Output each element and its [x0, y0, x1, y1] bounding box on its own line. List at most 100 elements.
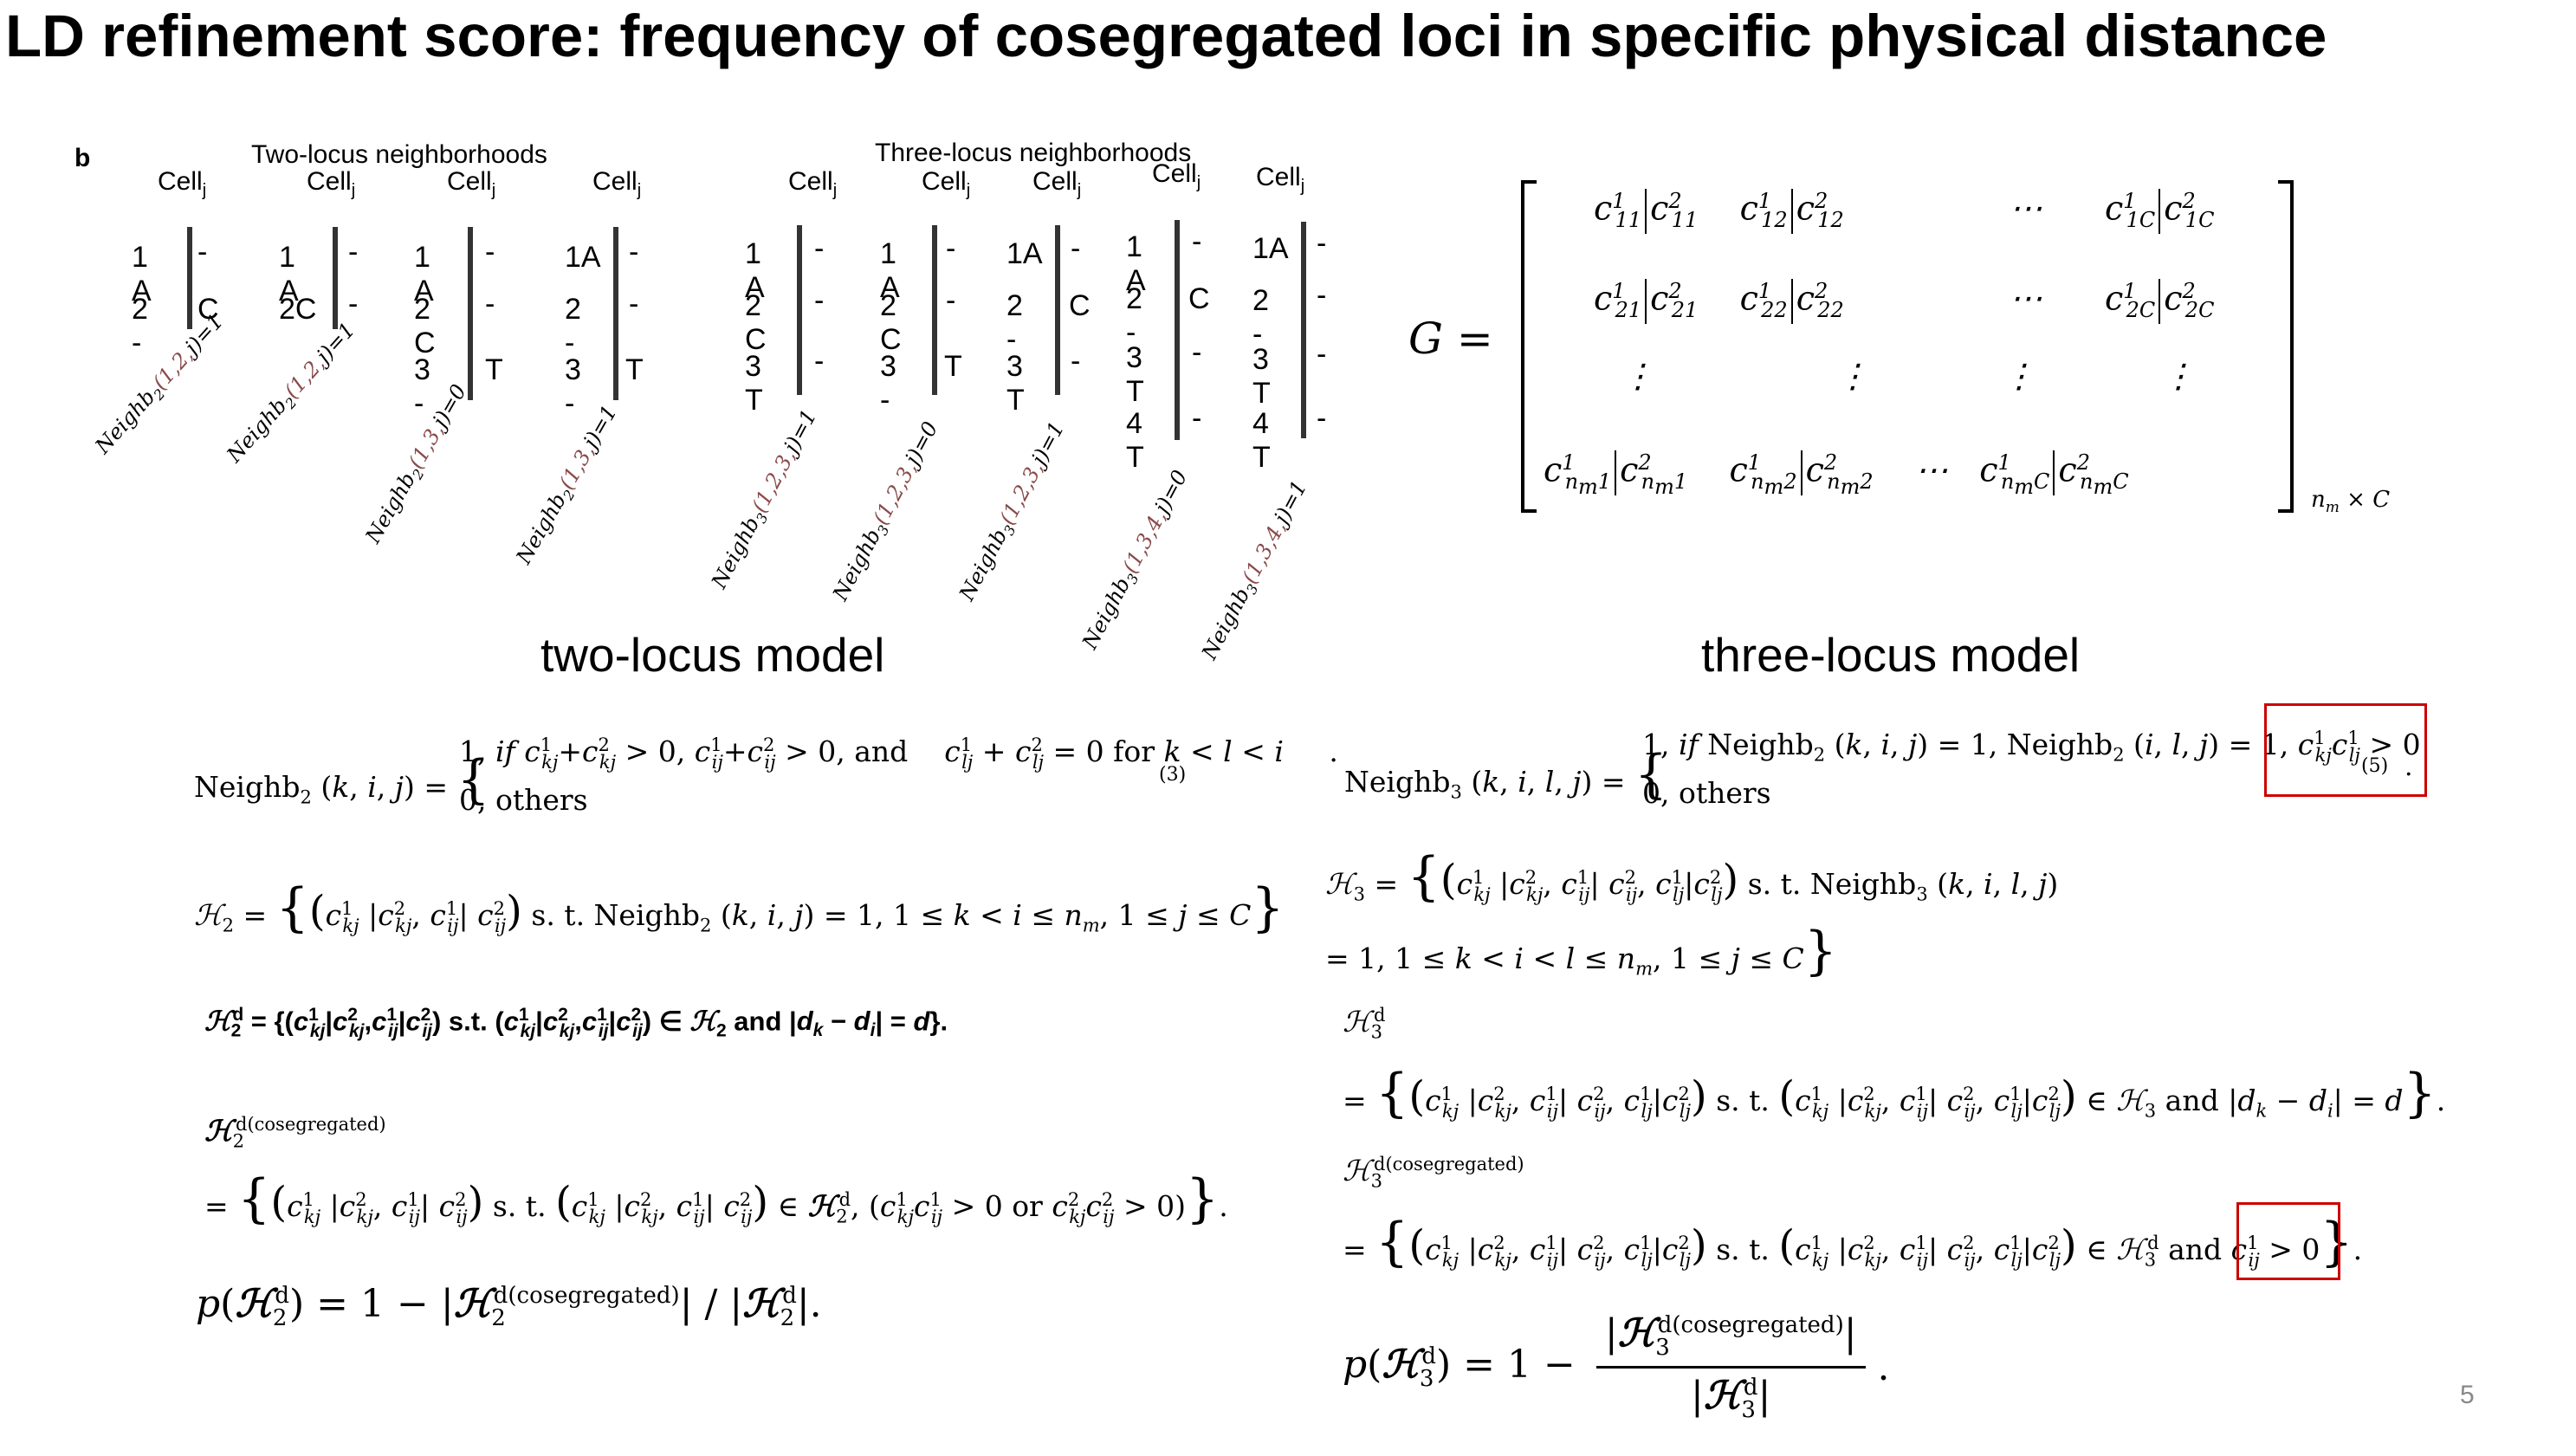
cell-divider [797, 225, 802, 395]
locus-row: - [197, 236, 208, 269]
eq-neighb2-case2: 0, others [459, 783, 588, 817]
locus-row: 2 - [1252, 284, 1269, 351]
cell-divider [1175, 220, 1180, 440]
locus-row: - [1317, 338, 1327, 371]
locus-row: 2 - [1006, 289, 1023, 356]
cell-header: Cellj [788, 167, 838, 200]
locus-row: 3 T [1006, 350, 1025, 417]
eq-H2: ℋ2 = {(c1kj |c2kj, c1ij| c2ij) s. t. Nei… [194, 877, 1285, 938]
locus-row: - [1317, 279, 1327, 312]
neighb-label: Neighb3(1,2,3,j)=1 [954, 417, 1070, 605]
locus-row: - [1317, 402, 1327, 435]
three-locus-model-title: three-locus model [1701, 628, 2081, 682]
cell-divider [613, 227, 618, 400]
three-locus-header: Three-locus neighborhoods [875, 139, 1192, 167]
locus-row: C [197, 293, 219, 326]
locus-row: - [946, 232, 956, 265]
locus-row: 1 A [880, 237, 900, 304]
eq-period: . [2404, 752, 2413, 782]
locus-row: - [814, 284, 825, 317]
locus-row: T [944, 350, 962, 383]
eq-neighb3-case1: 1, if Neighb2 (k, i, j) = 1, Neighb2 (i,… [1642, 728, 2421, 766]
locus-row: 4 T [1126, 407, 1144, 474]
matrix-dimension: nm × C [2311, 487, 2391, 517]
locus-row: 2 - [132, 293, 148, 359]
cell-header: Cellj [307, 167, 356, 200]
locus-row: 1 A [1126, 230, 1146, 297]
highlight-box [2264, 703, 2427, 797]
locus-row: C [1188, 282, 1210, 315]
locus-row: - [1192, 225, 1202, 258]
locus-row: - [1192, 402, 1202, 435]
neighb-label: Neighb3(1,3,4,j)=0 [1077, 466, 1193, 654]
locus-row: - [348, 236, 359, 269]
cell-divider [1301, 222, 1306, 438]
matrix-vdots: ⋮ [1836, 357, 1869, 395]
panel-label: b [74, 144, 91, 172]
cell-header: Cellj [447, 167, 496, 200]
highlight-box [2236, 1202, 2340, 1280]
locus-row: T [485, 353, 503, 386]
locus-row: 3 - [880, 350, 896, 417]
locus-row: - [485, 236, 495, 269]
eq-neighb3-case2: 0, others [1642, 776, 1771, 810]
locus-row: T [625, 353, 644, 386]
eq-tag: (5) [2361, 755, 2389, 777]
eq-p-H3: p(ℋ3d) = 1 − |ℋ3d(cosegregated)| |ℋ3d| . [1343, 1311, 1890, 1423]
cell-divider [468, 227, 473, 400]
locus-row: - [485, 288, 495, 320]
neighb-label: Neighb3(1,2,3,j)=0 [827, 417, 943, 605]
locus-row: - [1317, 227, 1327, 260]
matrix-lhs: G = [1408, 314, 1493, 364]
locus-row: 1A [1006, 237, 1043, 270]
page-number: 5 [2460, 1381, 2475, 1409]
neighb-label: Neighb3(1,3,4,j)=1 [1196, 476, 1312, 664]
locus-row: 1A [1252, 232, 1289, 265]
locus-row: - [814, 345, 825, 378]
eq-neighb2: Neighb2 (k, i, j) = { [194, 749, 490, 810]
matrix-vdots: ⋮ [2162, 357, 2195, 395]
locus-row: 1 A [745, 237, 765, 304]
cell-divider [1055, 225, 1060, 395]
eq-H3d-coseg-lhs: ℋ3d(cosegregated) [1343, 1154, 1524, 1192]
locus-row: - [629, 236, 639, 269]
matrix-vdots: ⋮ [2003, 357, 2036, 395]
cell-header: Cellj [1032, 167, 1082, 200]
locus-row: - [1192, 336, 1202, 369]
eq-H3d-lhs: ℋ3d [1343, 1005, 1386, 1043]
locus-row: 2 C [745, 289, 767, 356]
eq-neighb3: Neighb3 (k, i, l, j) = { [1344, 744, 1668, 805]
locus-row: 4 T [1252, 407, 1271, 474]
eq-H3: ℋ3 = {(c1kj |c2kj, c1ij| c2ij, c1lj|c2lj… [1325, 846, 2059, 907]
neighb-label: Neighb3(1,2,3,j)=1 [706, 405, 822, 593]
locus-row: 2 - [565, 293, 581, 359]
eq-H2d-coseg-lhs: ℋ2d(cosegregated) [204, 1114, 386, 1152]
eq-tag: (3) [1159, 764, 1187, 786]
matrix-vdots: ⋮ [1621, 357, 1654, 395]
locus-row: 2 C [414, 293, 436, 359]
eq-H3-cont: = 1, 1 ≤ k < i < l ≤ nm, 1 ≤ j ≤ C} [1325, 921, 1837, 981]
two-locus-header: Two-locus neighborhoods [251, 140, 547, 169]
locus-row: 2C [279, 293, 317, 326]
neighb-label: Neighb2(1,2,j)=1 [90, 308, 229, 459]
locus-row: - [946, 284, 956, 317]
locus-row: 2 - [1126, 282, 1142, 349]
matrix-row-2-dots: ⋯ [2010, 279, 2042, 317]
locus-row: 1 A [414, 241, 434, 307]
cell-header: Cellj [1256, 163, 1305, 196]
cell-divider [187, 227, 192, 329]
locus-row: C [1069, 289, 1091, 322]
eq-H2d: ℋ2d = {(c1kj|c2kj,c1ij|c2ij) s.t. (c1kj|… [204, 1005, 948, 1041]
eq-H2d-coseg: = {(c1kj |c2kj, c1ij| c2ij) s. t. (c1kj … [204, 1168, 1228, 1229]
locus-row: - [348, 288, 359, 320]
locus-row: - [814, 232, 825, 265]
matrix-row-1-dots: ⋯ [2010, 189, 2042, 227]
locus-row: 3 - [414, 353, 430, 420]
slide-title: LD refinement score: frequency of cosegr… [5, 3, 2327, 69]
neighb-label: Neighb2(1,2,j)=1 [222, 317, 360, 468]
